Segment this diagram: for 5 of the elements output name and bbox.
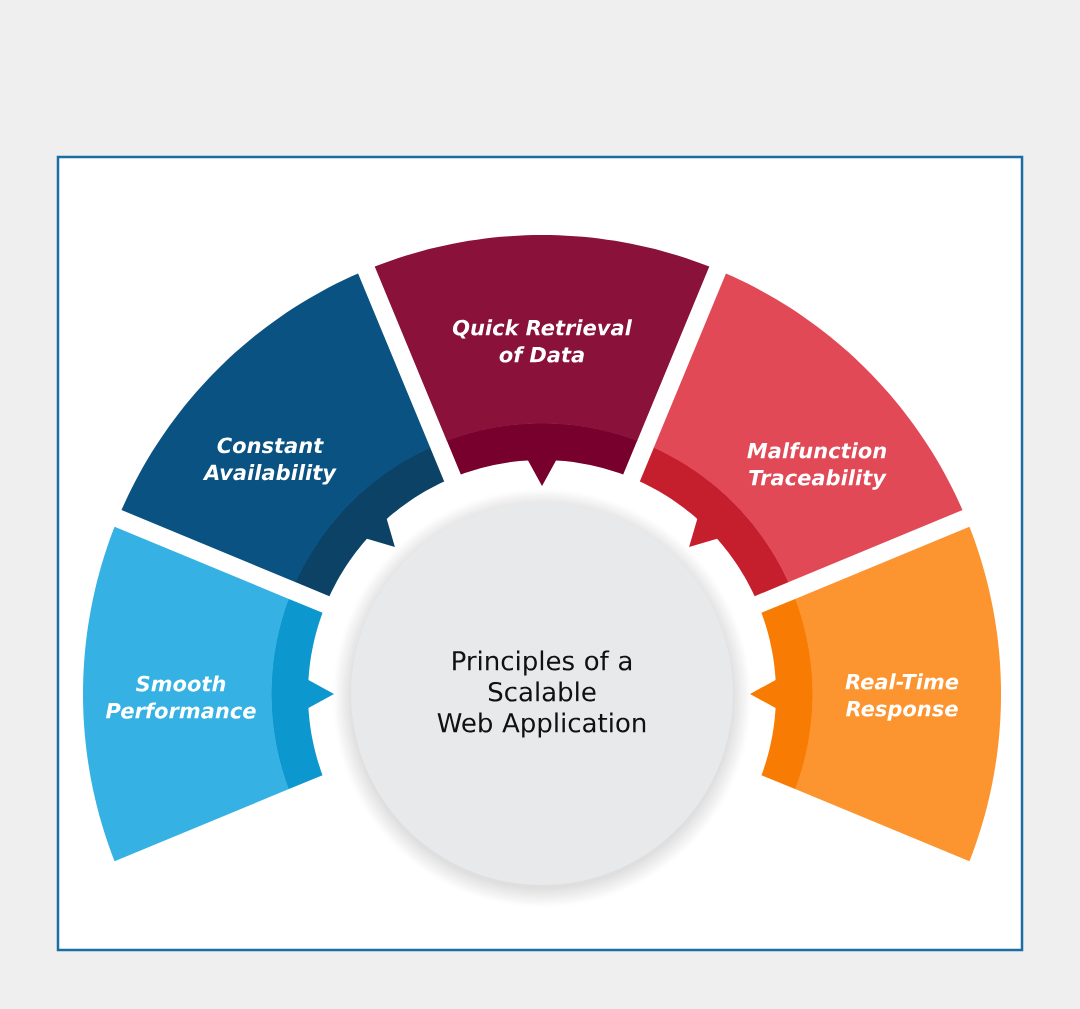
- ring-segment: Real-Time Response: [750, 526, 1001, 862]
- ring-segment: Quick Retrieval of Data: [374, 235, 710, 486]
- ring-segment: Smooth Performance: [83, 526, 334, 862]
- ring-segment: Constant Availability: [121, 273, 445, 597]
- ring-segment: Malfunction Traceability: [639, 273, 963, 597]
